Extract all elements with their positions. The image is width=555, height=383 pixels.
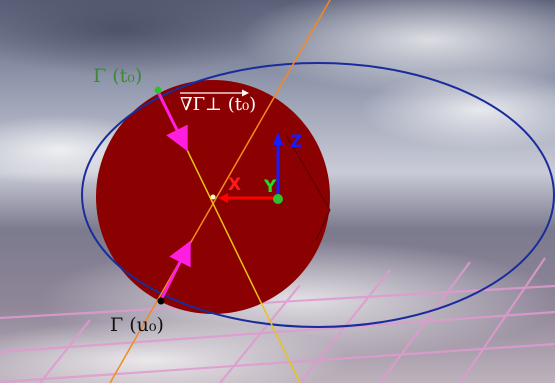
boundary-ellipse: [81, 62, 555, 328]
x-axis-label: X: [228, 175, 241, 195]
gradient-overline-arrowhead: [242, 89, 249, 97]
gamma-t0-label: Γ (t₀): [93, 65, 143, 87]
disk-shadow-edge: [285, 134, 331, 241]
tangent-arrow-t0: [156, 91, 188, 152]
point-gamma-t0: [154, 86, 162, 94]
dark-cloud: [0, 0, 280, 75]
y-axis-label: Y: [263, 177, 277, 197]
gamma-u0-label: Γ (u₀): [110, 314, 164, 336]
orange-line: [109, 0, 331, 383]
light-cloud: [0, 320, 350, 383]
z-axis-arrowhead: [273, 132, 283, 145]
center-point: [210, 194, 216, 200]
gradient-label: ∇Γ⊥ (t₀): [180, 94, 257, 115]
x-axis-arrowhead: [218, 193, 228, 203]
point-gamma-u0: [157, 297, 165, 305]
y-axis-dot: [273, 194, 283, 204]
tangent-arrow-u0: [160, 240, 191, 299]
z-axis-label: Z: [290, 132, 302, 152]
light-cloud: [360, 70, 555, 150]
axis-gizmo: X Y Z: [218, 132, 302, 204]
